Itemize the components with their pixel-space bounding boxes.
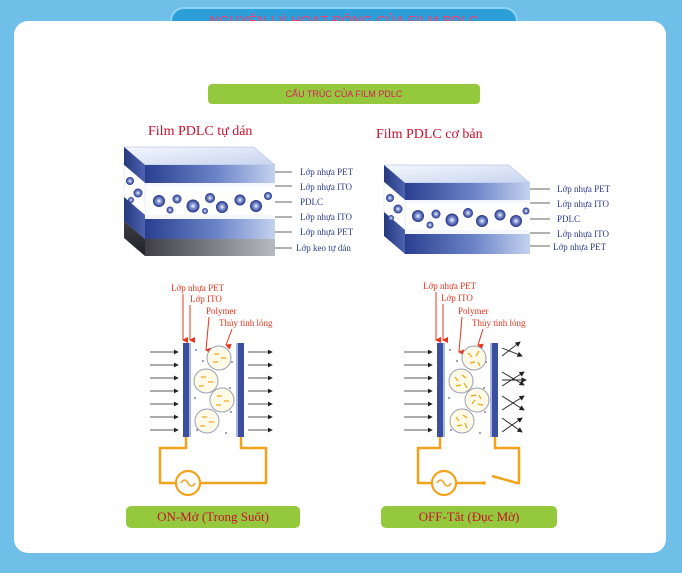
layer-label: Lớp nhựa ITO — [557, 199, 609, 209]
heading-basic: Film PDLC cơ bản — [376, 127, 483, 142]
layer-label: Lớp nhựa PET — [553, 242, 607, 252]
basic-film-block — [383, 164, 531, 254]
on-label-ito: Lớp ITO — [190, 294, 222, 304]
off-state-caption: OFF-Tắt (Đục Mờ) — [381, 506, 557, 528]
layer-label: Lớp nhựa PET — [300, 167, 354, 177]
off-label-ito: Lớp ITO — [441, 293, 473, 303]
on-state-diagram: Lớp nhựa PET Lớp ITO Polymer Thủy tinh l… — [150, 283, 273, 497]
layer-label: Lớp keo tự dán — [296, 243, 351, 253]
off-label-polymer: Polymer — [458, 306, 489, 316]
layer-label: PDLC — [300, 197, 323, 207]
off-label-pet: Lớp nhựa PET — [423, 281, 477, 291]
on-state-caption: ON-Mở (Trong Suốt) — [126, 506, 300, 528]
layer-label: PDLC — [557, 214, 580, 224]
off-state-diagram: Lớp nhựa PET Lớp ITO Polymer Thủy tinh l… — [404, 281, 527, 497]
heading-self-adhesive: Film PDLC tự dán — [148, 124, 252, 139]
off-label-liquid-crystal: Thủy tinh lỏng — [472, 318, 526, 328]
layer-label: Lớp nhựa PET — [300, 227, 354, 237]
basic-layer-labels: Lớp nhựa PET Lớp nhựa ITO PDLC Lớp nhựa … — [530, 184, 611, 252]
on-label-polymer: Polymer — [206, 306, 237, 316]
layer-label: Lớp nhựa ITO — [557, 229, 609, 239]
on-label-pet: Lớp nhựa PET — [171, 283, 225, 293]
section-subtitle: CẤU TRÚC CỦA FILM PDLC — [208, 84, 480, 104]
layer-label: Lớp nhựa ITO — [300, 212, 352, 222]
self-adhesive-film-block — [123, 146, 276, 256]
layer-label: Lớp nhựa ITO — [300, 182, 352, 192]
layer-label: Lớp nhựa PET — [557, 184, 611, 194]
on-label-liquid-crystal: Thủy tinh lỏng — [219, 318, 273, 328]
self-adhesive-layer-labels: Lớp nhựa PET Lớp nhựa ITO PDLC Lớp nhựa … — [275, 167, 354, 253]
content-panel — [14, 21, 666, 553]
